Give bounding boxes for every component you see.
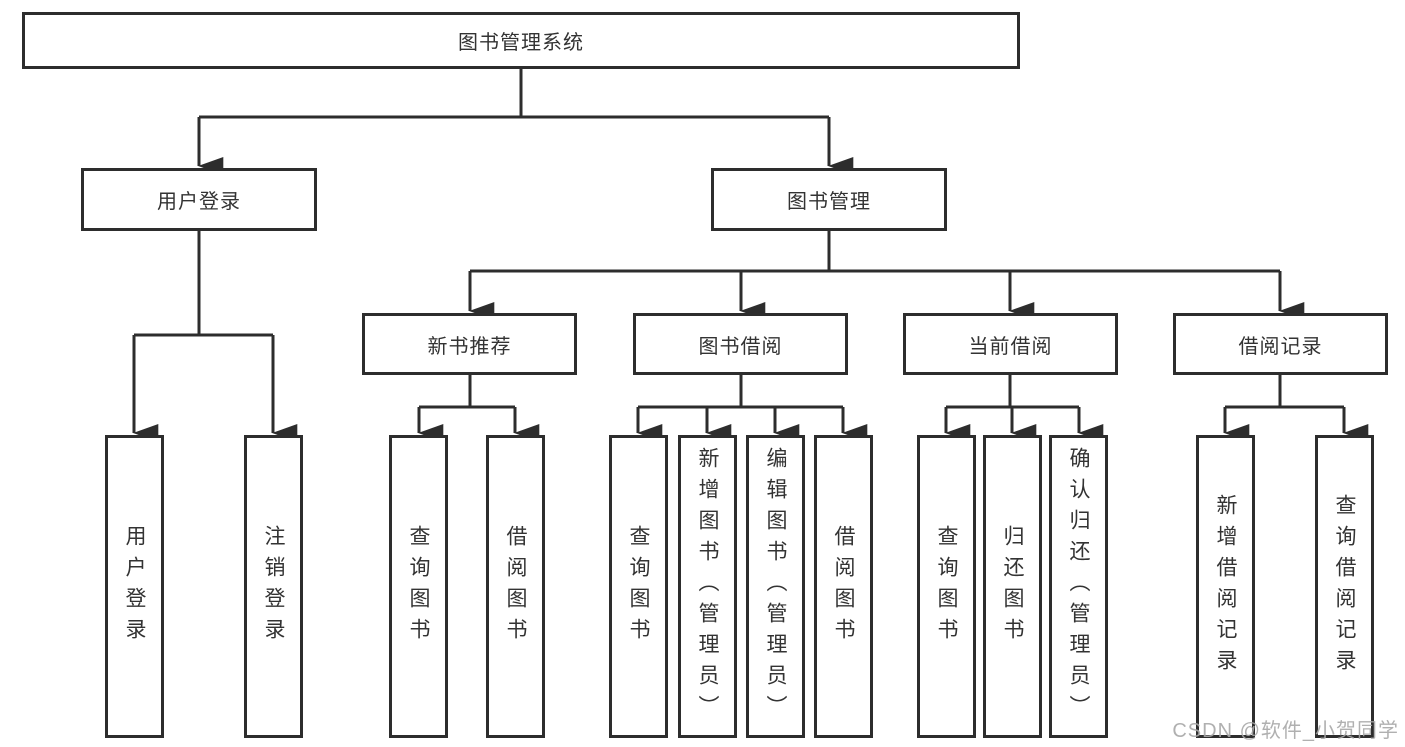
node-borrow-record: 借阅记录 <box>1173 313 1388 375</box>
connector-arrows <box>132 117 1369 442</box>
leaf-label: 用户登录 <box>123 524 146 649</box>
node-root: 图书管理系统 <box>22 12 1020 69</box>
leaf-label: 注销登录 <box>262 524 285 649</box>
leaf-query-books-2: 查询图书 <box>609 435 668 738</box>
leaf-return-book: 归还图书 <box>983 435 1042 738</box>
node-book-borrow: 图书借阅 <box>633 313 848 375</box>
leaf-user-login: 用户登录 <box>105 435 164 738</box>
leaf-add-borrow-record: 新增借阅记录 <box>1196 435 1255 738</box>
leaf-borrow-books-2: 借阅图书 <box>814 435 873 738</box>
leaf-logout: 注销登录 <box>244 435 303 738</box>
leaf-edit-book-admin: 编辑图书（管理员） <box>746 435 805 738</box>
leaf-query-borrow-record: 查询借阅记录 <box>1315 435 1374 738</box>
node-book-management: 图书管理 <box>711 168 947 231</box>
leaf-label: 查询图书 <box>627 524 650 649</box>
leaf-label: 确认归还（管理员） <box>1067 447 1090 726</box>
leaf-label: 查询图书 <box>407 524 430 649</box>
leaf-add-book-admin: 新增图书（管理员） <box>678 435 737 738</box>
leaf-label: 新增图书（管理员） <box>696 447 719 726</box>
leaf-label: 查询图书 <box>935 524 958 649</box>
leaf-label: 新增借阅记录 <box>1214 493 1237 680</box>
leaf-label: 查询借阅记录 <box>1333 493 1356 680</box>
watermark-text: CSDN @软件_小贺同学 <box>1172 720 1399 742</box>
leaf-label: 借阅图书 <box>504 524 527 649</box>
leaf-confirm-return-admin: 确认归还（管理员） <box>1049 435 1108 738</box>
leaf-label: 编辑图书（管理员） <box>764 447 787 726</box>
leaf-label: 归还图书 <box>1001 524 1024 649</box>
node-current-borrow: 当前借阅 <box>903 313 1118 375</box>
leaf-label: 借阅图书 <box>832 524 855 649</box>
node-new-book-recommend: 新书推荐 <box>362 313 577 375</box>
leaf-query-books-1: 查询图书 <box>389 435 448 738</box>
node-user-login-branch: 用户登录 <box>81 168 317 231</box>
leaf-borrow-books-1: 借阅图书 <box>486 435 545 738</box>
leaf-query-books-3: 查询图书 <box>917 435 976 738</box>
